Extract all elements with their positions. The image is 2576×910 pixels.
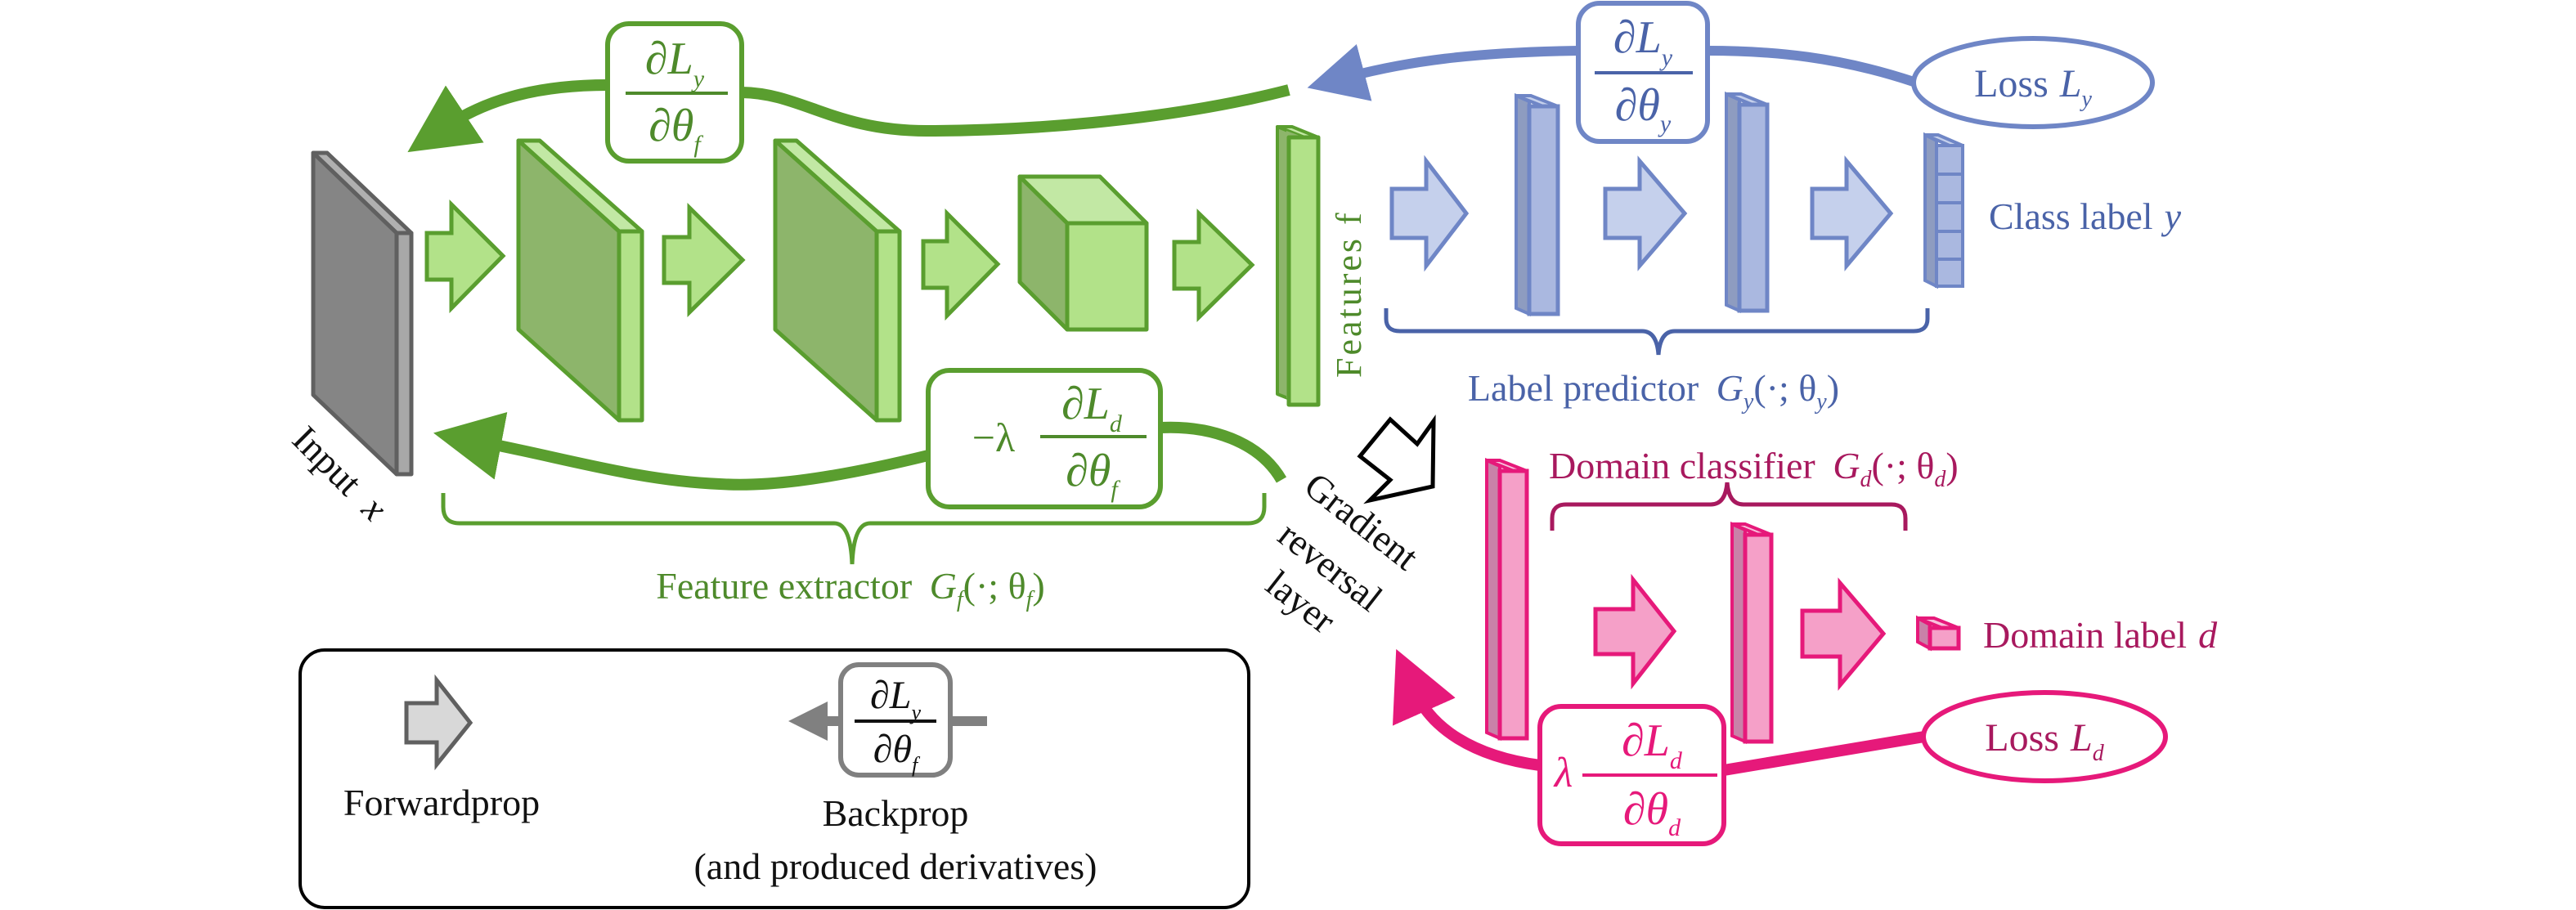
input-layer — [311, 150, 414, 477]
domain-classifier-label: Domain classifier Gd(·; θd) — [1549, 445, 1959, 492]
svg-text:∂Ld: ∂Ld — [1061, 379, 1123, 437]
domain-backprop-arrow — [1393, 648, 1541, 771]
legend-box — [298, 648, 1250, 909]
svg-text:λ: λ — [1553, 750, 1573, 796]
svg-text:∂θf: ∂θf — [1066, 446, 1120, 503]
features-label: Features f — [1329, 210, 1369, 378]
backprop-arrow-top-head — [407, 79, 608, 153]
forward-arrow — [1810, 155, 1894, 271]
svg-text:∂Ly: ∂Ly — [645, 34, 705, 92]
label-predictor-bracket — [1384, 308, 1930, 356]
legend-backprop-sublabel: (and produced derivatives) — [693, 845, 1097, 887]
backprop-arrow-top — [741, 84, 1290, 137]
legend: Forwardprop ∂Ly ∂θf Backprop (and produc… — [298, 648, 1250, 909]
class-output-layer — [1923, 132, 1964, 289]
conv-layer-cube — [1017, 174, 1149, 332]
domain-output-cube — [1916, 615, 1961, 652]
backprop-arrow-bottom — [433, 411, 930, 491]
legend-backprop-label: Backprop — [823, 792, 969, 834]
svg-text:∂θf: ∂θf — [873, 728, 921, 777]
svg-text:∂θy: ∂θy — [1615, 80, 1672, 137]
gradient-box-dLy-dthetay: ∂Ly ∂θy — [1576, 1, 1710, 144]
svg-text:∂Ld: ∂Ld — [1622, 715, 1683, 774]
svg-text:∂Ly: ∂Ly — [870, 674, 921, 724]
legend-gradient-box: ∂Ly ∂θf — [838, 662, 953, 778]
forward-arrow — [1172, 208, 1255, 322]
conv-layer — [773, 138, 902, 423]
svg-text:−λ: −λ — [972, 415, 1015, 460]
conv-layer — [516, 138, 644, 423]
forward-arrow — [1389, 155, 1470, 272]
dense-layer — [1515, 92, 1560, 317]
gradient-box-neg-lambda-dLd-dthetaf: −λ ∂Ld ∂θf — [926, 368, 1163, 509]
svg-text:∂Ly: ∂Ly — [1613, 12, 1673, 71]
domain-loss-backprop-line — [1722, 731, 1926, 776]
legend-forward-label: Forwardprop — [343, 782, 540, 823]
domain-classifier: Domain classifier Gd(·; θd) Domain label… — [1393, 445, 2218, 846]
gradient-reversal-arrow — [1357, 415, 1436, 504]
gradient-box-lambda-dLd-dthetad: λ ∂Ld ∂θd — [1537, 704, 1726, 846]
forward-arrow — [1593, 573, 1677, 690]
forward-arrow — [1603, 155, 1688, 271]
feature-extractor: Input x — [285, 21, 1369, 612]
reversed-gradient-curve — [1160, 421, 1287, 483]
dense-layer — [1730, 521, 1774, 745]
dense-layer — [1725, 91, 1770, 314]
dense-layer — [1485, 457, 1529, 742]
domain-classifier-bracket — [1550, 482, 1908, 531]
forward-arrow — [662, 203, 746, 317]
forward-arrow — [1800, 577, 1887, 691]
features-layer — [1276, 125, 1321, 407]
label-loss-backprop-curve — [1707, 46, 1915, 87]
svg-text:∂θd: ∂θd — [1623, 784, 1681, 841]
forward-arrow — [424, 199, 506, 314]
legend-forward-arrow — [404, 674, 473, 771]
feature-extractor-bracket — [441, 493, 1267, 565]
forward-arrow — [921, 208, 1001, 321]
gradient-reversal-layer: Gradient reversal layer — [1259, 415, 1436, 641]
feature-extractor-label: Feature extractor Gf(·; θf) — [656, 565, 1044, 612]
label-backprop-arrow — [1307, 44, 1579, 101]
label-predictor-label: Label predictor Gy(·; θy) — [1468, 367, 1839, 415]
gradient-box-dLy-dthetaf: ∂Ly ∂θf — [605, 21, 744, 164]
